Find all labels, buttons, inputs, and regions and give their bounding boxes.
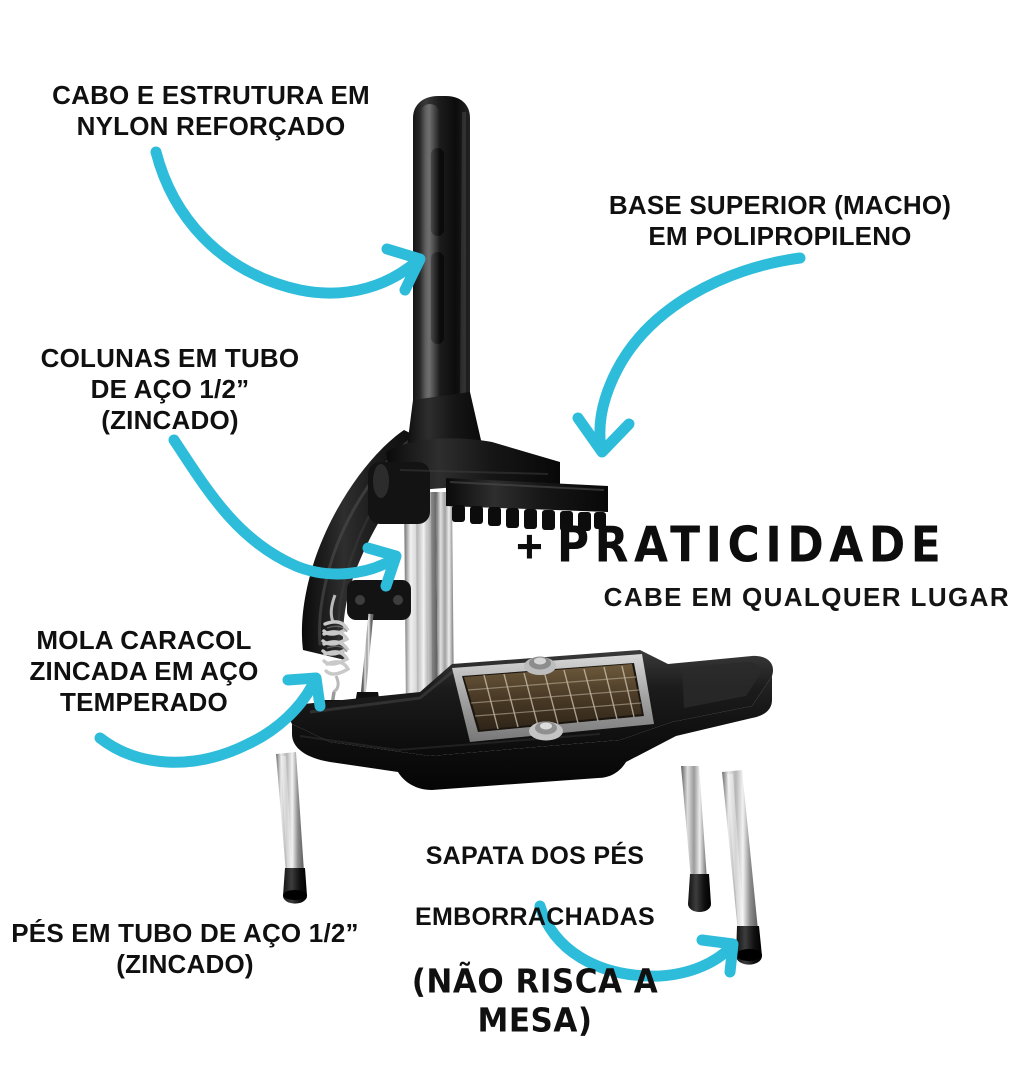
product-illustration <box>276 96 774 965</box>
blade-grid <box>452 654 654 742</box>
callout-mola-caracol: MOLA CARACOL ZINCADA EM AÇO TEMPERADO <box>29 625 259 718</box>
arrow-to-foot <box>534 900 739 982</box>
callout-sapata-pes: SAPATA DOS PÉS EMBORRACHADAS (NÃO RISCA … <box>370 810 700 1070</box>
leg-rear-right <box>681 766 711 913</box>
text-annotations: CABO E ESTRUTURA EM NYLON REFORÇADO BASE… <box>11 80 1016 1040</box>
screw-bottom <box>529 721 563 741</box>
sapata-line-1: SAPATA DOS PÉS <box>425 842 645 871</box>
leg-front-left <box>276 752 307 904</box>
headline-main-text: PRATICIDADE <box>556 516 947 574</box>
arrow-to-spring <box>94 672 326 768</box>
sapata-line-3: (NÃO RISCA A MESA) <box>411 962 659 1040</box>
steel-column <box>404 492 454 712</box>
rubber-foot <box>283 868 307 904</box>
arrow-annotations <box>94 146 806 982</box>
callout-colunas: COLUNAS EM TUBO DE AÇO 1/2” (ZINCADO) <box>40 343 300 436</box>
pusher-head <box>446 478 608 531</box>
arrow-to-column <box>168 434 402 592</box>
rubber-foot-front-right <box>736 926 762 965</box>
arrow-to-handle <box>150 146 426 299</box>
headline-plus-sign: + <box>516 520 543 572</box>
headline-subtitle: CABE EM QUALQUER LUGAR <box>603 582 1010 612</box>
leg-front-right <box>722 770 762 965</box>
arrow-to-pusher-head <box>572 252 806 458</box>
headline-row: + PRATICIDADE <box>516 520 1016 572</box>
sapata-line-2: EMBORRACHADAS <box>414 903 655 932</box>
callout-base-superior: BASE SUPERIOR (MACHO) EM POLIPROPILENO <box>608 190 952 252</box>
headline-praticidade: + PRATICIDADE CABE EM QUALQUER LUGAR <box>516 520 1016 613</box>
callout-pes-tubo: PÉS EM TUBO DE AÇO 1/2” (ZINCADO) <box>11 918 359 980</box>
upper-yoke <box>368 438 560 524</box>
callout-cabo-estrutura: CABO E ESTRUTURA EM NYLON REFORÇADO <box>52 80 370 142</box>
infographic-canvas: CABO E ESTRUTURA EM NYLON REFORÇADO BASE… <box>11 80 1016 1040</box>
screw-top <box>524 656 556 675</box>
